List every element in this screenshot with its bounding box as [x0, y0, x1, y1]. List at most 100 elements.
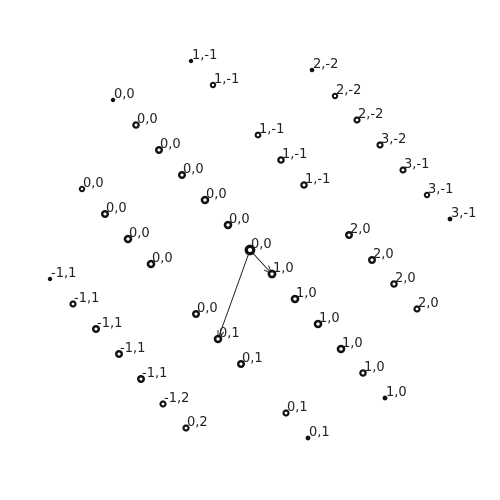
lattice-point: 0,0 — [146, 251, 173, 269]
basis-arrow — [217, 249, 251, 340]
point-dot-center — [279, 158, 283, 162]
lattice-point: 2,0 — [368, 247, 394, 264]
point-dot-center — [180, 173, 184, 177]
point-label: 1,0 — [342, 336, 363, 351]
point-label: 0,1 — [219, 326, 240, 341]
lattice-point: 1,-1 — [209, 72, 239, 89]
point-label: 0,0 — [137, 112, 158, 127]
lattice-point: 0,0 — [78, 176, 104, 193]
point-label: 3,-1 — [404, 157, 429, 172]
point-dot-center — [117, 352, 121, 356]
point-dot-center — [226, 223, 230, 227]
lattice-point: 1,0 — [382, 385, 407, 401]
point-label: 0,2 — [187, 415, 208, 430]
points-layer: 1,-1 1,-1 2,-2 0,0 2,-2 0,0 2,-2 1,-1 0,0 3,-2 1,-… — [47, 48, 476, 441]
lattice-point: 0,1 — [305, 425, 330, 441]
point-dot — [47, 276, 53, 282]
point-label: 1,-1 — [259, 122, 284, 137]
lattice-point: 2,-2 — [353, 107, 383, 124]
lattice-point: 2,-2 — [331, 83, 361, 100]
lattice-point: 0,0 — [192, 301, 218, 318]
lattice-point: 0,0 — [155, 137, 181, 154]
point-label: 1,0 — [386, 385, 407, 400]
point-dot-center — [425, 193, 429, 197]
lattice-point: 0,1 — [213, 326, 240, 344]
point-dot-center — [134, 123, 138, 127]
point-dot-center — [270, 272, 274, 276]
point-label: 0,0 — [160, 137, 181, 152]
point-label: 0,0 — [114, 87, 135, 102]
point-label: 0,0 — [229, 212, 250, 227]
point-dot-center — [401, 168, 405, 172]
point-label: -1,1 — [120, 341, 145, 356]
point-dot-center — [194, 312, 198, 316]
lattice-point: -1,1 — [69, 291, 99, 308]
point-dot-center — [157, 148, 161, 152]
point-dot-center — [239, 362, 243, 366]
lattice-point: 1,0 — [290, 286, 317, 304]
point-label: 2,-2 — [336, 83, 361, 98]
lattice-point: 0,2 — [182, 415, 208, 432]
lattice-point: 1,0 — [313, 311, 340, 329]
point-label: 1,0 — [296, 286, 317, 301]
lattice-point: 1,0 — [336, 336, 363, 354]
lattice-point: 2,0 — [390, 271, 416, 288]
point-label: 3,-1 — [451, 206, 476, 221]
point-dot-center — [71, 302, 75, 306]
point-dot — [305, 435, 311, 441]
point-label: 1,0 — [319, 311, 340, 326]
point-label: 1,-1 — [192, 48, 217, 63]
point-label: 0,0 — [251, 237, 272, 252]
point-dot-center — [216, 337, 220, 341]
lattice-point: 1,0 — [267, 261, 294, 279]
point-dot — [382, 395, 388, 401]
point-label: 0,0 — [152, 251, 173, 266]
lattice-point: 3,-2 — [376, 132, 406, 149]
lattice-point: -1,1 — [115, 341, 145, 358]
point-dot-center — [347, 233, 351, 237]
point-dot-center — [161, 402, 165, 406]
lattice-point: 1,0 — [359, 360, 385, 377]
lattice-point: -1,1 — [92, 316, 122, 333]
lattice-point: -1,1 — [137, 366, 167, 383]
point-label: 1,-1 — [214, 72, 239, 87]
point-dot-center — [211, 83, 215, 87]
point-dot-center — [139, 377, 143, 381]
point-label: 3,-2 — [381, 132, 406, 147]
point-dot-center — [94, 327, 98, 331]
lattice-point: 3,-1 — [399, 157, 429, 174]
lattice-point: 3,-1 — [447, 206, 476, 222]
point-label: -1,1 — [74, 291, 99, 306]
lattice-point: 0,0 — [123, 226, 150, 244]
lattice-point: 0,0 — [178, 162, 204, 179]
point-dot-center — [293, 297, 297, 301]
point-label: -1,1 — [97, 316, 122, 331]
point-dot-center — [355, 118, 359, 122]
point-dot-center — [256, 133, 260, 137]
point-label: 0,0 — [129, 226, 150, 241]
point-label: 0,0 — [206, 187, 227, 202]
point-dot-center — [302, 183, 306, 187]
point-dot-center — [361, 371, 365, 375]
point-dot-center — [103, 212, 107, 216]
point-dot-center — [378, 143, 382, 147]
lattice-point: 1,-1 — [300, 172, 330, 189]
point-dot-center — [370, 258, 374, 262]
lattice-point: 0,0 — [244, 237, 272, 256]
point-label: 0,1 — [242, 351, 263, 366]
point-label: 2,-2 — [313, 57, 338, 72]
arrows-layer — [217, 249, 273, 341]
point-label: -1,1 — [51, 266, 76, 281]
point-label: 1,0 — [364, 360, 385, 375]
lattice-point: 1,-1 — [188, 48, 217, 64]
point-label: 2,0 — [373, 247, 394, 262]
point-dot-center — [415, 307, 419, 311]
lattice-point: 2,-2 — [309, 57, 338, 73]
point-dot-center — [339, 347, 343, 351]
basis-arrow — [249, 249, 273, 275]
point-dot-center — [203, 198, 207, 202]
lattice-point: 0,0 — [223, 212, 250, 230]
point-label: 1,-1 — [305, 172, 330, 187]
point-label: 2,0 — [350, 222, 371, 237]
